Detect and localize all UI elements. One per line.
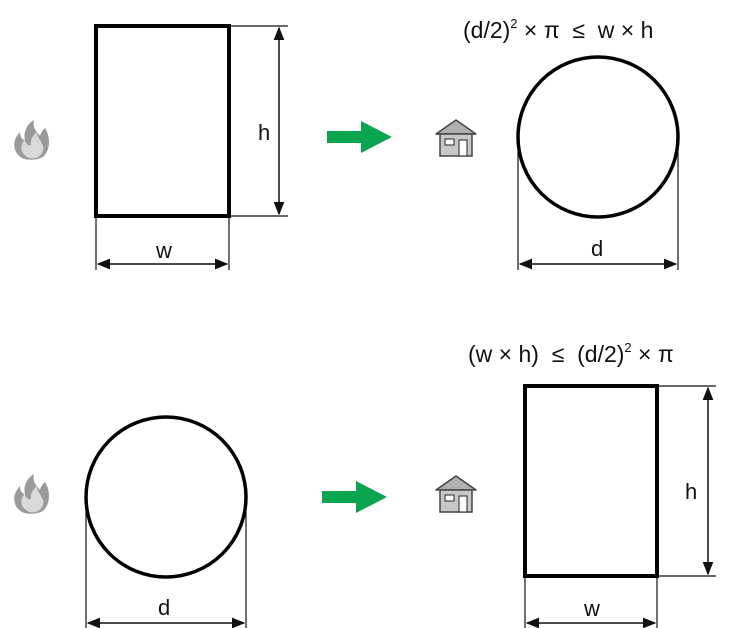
top-formula: (d/2)2 × π ≤ w × h [463,16,653,43]
top-circle-diameter-label: d [591,236,603,261]
bottom-fire-icon [14,474,50,514]
bottom-source-circle [84,415,248,579]
top-rect-width-label: w [155,238,172,263]
top-fire-icon [14,120,50,160]
top-target-circle [516,55,680,219]
bottom-rect-height-label: h [685,479,697,504]
bottom-formula: (w × h) ≤ (d/2)2 × π [468,340,674,367]
top-house-icon [435,119,477,157]
top-green-arrow [327,121,392,153]
top-rect-height-label: h [258,120,270,145]
bottom-circle-diameter-label: d [158,595,170,620]
bottom-rect-width-label: w [583,596,600,621]
top-source-rectangle [94,24,231,218]
bottom-target-rectangle [523,384,659,578]
bottom-green-arrow [322,481,387,513]
bottom-house-icon [435,475,477,513]
